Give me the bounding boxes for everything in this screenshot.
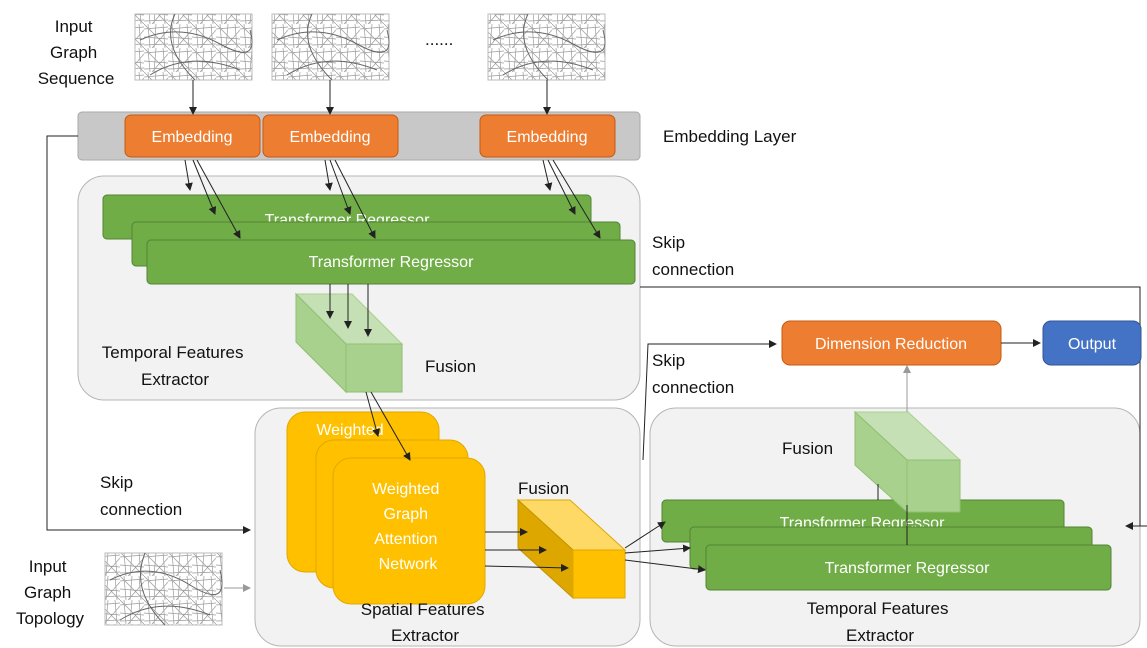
label-line: Attention — [374, 531, 437, 548]
label-line: connection — [652, 260, 734, 279]
embedding-label: Embedding — [290, 129, 371, 146]
label-line: Input — [29, 557, 67, 576]
label-line: connection — [652, 378, 734, 397]
input-graph-sequence-label: Input Graph Sequence — [38, 17, 115, 88]
label-line: connection — [100, 500, 182, 519]
fusion-label-right: Fusion — [782, 439, 833, 458]
embedding-box-3 — [479, 114, 616, 158]
right-fusion-block — [853, 410, 962, 514]
label-line: Sequence — [38, 69, 115, 88]
dimension-reduction-label: Dimension Reduction — [815, 336, 967, 353]
skip-connection-line-mid — [642, 340, 777, 461]
skip-connection-label-left: Skip connection — [100, 473, 182, 519]
label-line: Extractor — [141, 370, 209, 389]
input-graph-topology-label: Input Graph Topology — [16, 557, 85, 628]
arrow — [624, 559, 706, 574]
arrow — [624, 521, 666, 549]
label-line: Input — [55, 17, 93, 36]
label-line: Extractor — [846, 626, 914, 645]
label-line: Graph — [384, 506, 428, 523]
label-line: Skip — [100, 473, 133, 492]
label-line: Graph — [24, 583, 71, 602]
embedding-layer-label: Embedding Layer — [663, 127, 797, 146]
weighted-label: Weighted — [316, 422, 383, 439]
label-line: Temporal Features — [102, 343, 244, 362]
temporal-features-extractor-label-right: Temporal Features Extractor — [807, 599, 953, 645]
label-line: Temporal Features — [807, 599, 949, 618]
output-label: Output — [1068, 336, 1117, 353]
embedding-box-1 — [124, 114, 261, 158]
arrow — [624, 544, 691, 554]
gat-label: Weighted Graph Attention Network — [372, 481, 444, 573]
label-line: Skip — [652, 351, 685, 370]
skip-connection-line-left — [46, 135, 251, 534]
transformer-regressor-front — [146, 239, 636, 285]
label-line: Topology — [16, 609, 85, 628]
embedding-fan-arrows — [184, 159, 601, 239]
embedding-box-2 — [262, 114, 399, 158]
arrow — [365, 391, 381, 437]
embedding-label: Embedding — [507, 129, 588, 146]
input-graph-image-2 — [271, 13, 390, 81]
skip-connection-label-top: Skip connection — [652, 233, 734, 279]
input-topology-image — [104, 552, 223, 626]
ellipsis-text: ...... — [425, 30, 453, 49]
label-line: Skip — [652, 233, 685, 252]
skip-connection-line-top — [640, 286, 1141, 526]
transformer-label: Transformer Regressor — [309, 254, 474, 271]
arrow — [484, 563, 569, 572]
input-graph-image-1 — [134, 13, 253, 81]
label-line: Network — [379, 556, 439, 573]
label-line: Extractor — [391, 626, 459, 645]
label-line: Spatial Features — [361, 600, 485, 619]
temporal-fusion-block — [294, 292, 404, 394]
transformer-regressor-right-front — [705, 544, 1112, 591]
fusion-label-spatial: Fusion — [518, 479, 569, 498]
embedding-label: Embedding — [152, 129, 233, 146]
skip-connection-label-mid: Skip connection — [652, 351, 734, 397]
label-line: Graph — [50, 43, 97, 62]
arrow — [370, 391, 411, 461]
label-line: Weighted — [372, 481, 439, 498]
transformer-label: Transformer Regressor — [825, 560, 990, 577]
output-box — [1042, 320, 1142, 366]
spatial-features-extractor-label: Spatial Features Extractor — [361, 600, 490, 645]
temporal-features-extractor-label-top: Temporal Features Extractor — [102, 343, 248, 389]
input-graph-image-3 — [487, 13, 606, 81]
fusion-label-temporal: Fusion — [425, 357, 476, 376]
